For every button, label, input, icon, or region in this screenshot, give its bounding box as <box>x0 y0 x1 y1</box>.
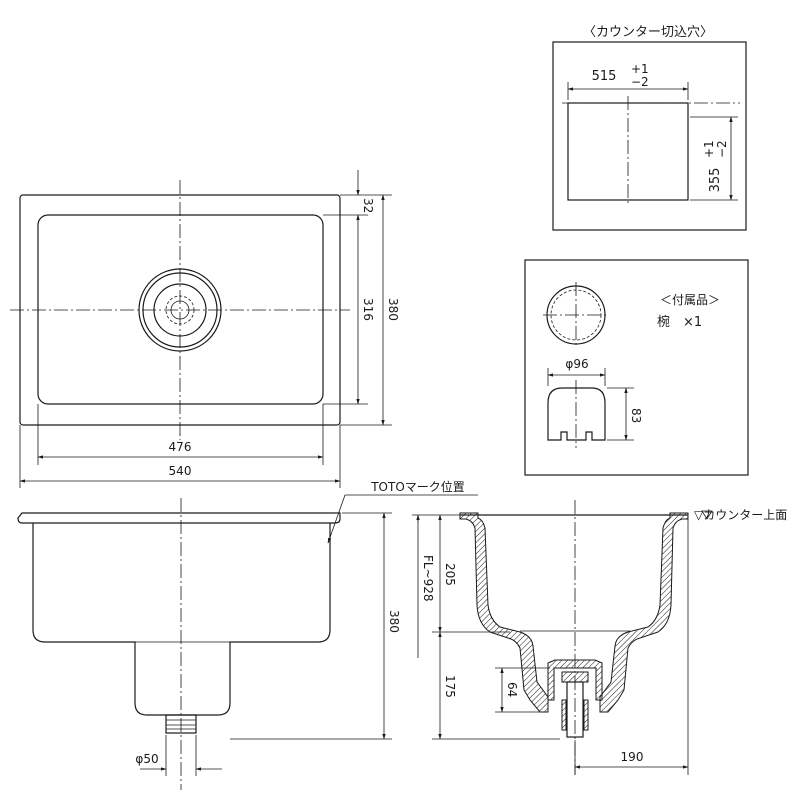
top-outer-depth-dimension: 380 <box>386 298 400 321</box>
counter-cutout-panel: 〈カウンター切込穴〉 515 +1 −2 355 +1 −2 <box>552 25 747 231</box>
section-lower-depth: 175 <box>443 675 457 698</box>
section-trap-height: 64 <box>505 682 519 697</box>
toto-mark-label: TOTOマーク位置 <box>370 479 465 494</box>
cutout-width-value: 515 <box>592 69 617 84</box>
accessory-height: 83 <box>629 408 643 423</box>
accessory-diameter: φ96 <box>565 357 588 371</box>
top-view: 32 316 380 476 540 <box>10 170 400 488</box>
top-outer-width-dimension: 540 <box>169 464 192 478</box>
section-upper-depth: 205 <box>443 563 457 586</box>
drain-diameter-dimension: φ50 <box>135 752 158 766</box>
front-height-dimension: 380 <box>387 610 401 633</box>
cutout-depth-tol-plus: +1 <box>702 140 716 158</box>
section-view: ▽カウンター上面 FL~928 205 175 64 190 <box>412 500 787 775</box>
top-inner-depth-dimension: 316 <box>361 298 375 321</box>
top-inner-width-dimension: 476 <box>169 440 192 454</box>
accessory-item: 椀 ×1 <box>657 314 702 330</box>
cutout-depth-value: 355 <box>708 168 723 193</box>
cutout-width-tol-minus: −2 <box>631 75 649 89</box>
fl-height-label: FL~928 <box>421 555 435 602</box>
counter-top-label: ▽カウンター上面 <box>694 508 787 522</box>
front-view: TOTOマーク位置 380 φ50 <box>17 479 478 790</box>
accessory-title: ＜付属品＞ <box>660 293 720 307</box>
accessory-panel: ＜付属品＞ 椀 ×1 φ96 83 <box>524 259 749 476</box>
cutout-width-tol-plus: +1 <box>631 62 649 76</box>
counter-cutout-title: 〈カウンター切込穴〉 <box>583 25 713 40</box>
top-rim-dimension: 32 <box>361 198 375 213</box>
section-offset-dimension: 190 <box>621 750 644 764</box>
cutout-depth-tol-minus: −2 <box>715 140 729 158</box>
